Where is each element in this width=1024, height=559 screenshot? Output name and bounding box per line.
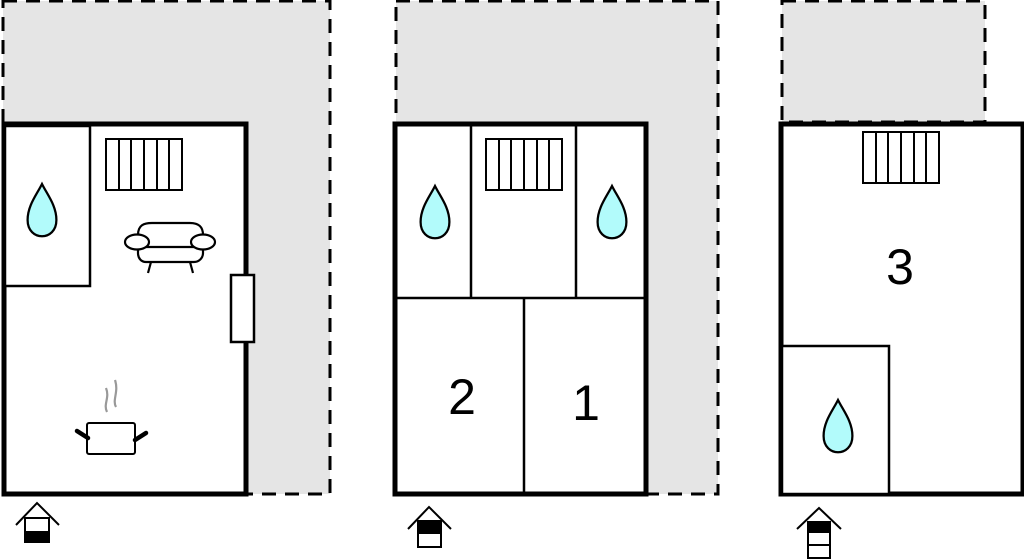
house-floor-indicator-icon [796, 506, 842, 559]
room-label-2: 2 [448, 369, 476, 425]
floor-plan-ground-floor [1, 0, 332, 543]
house-floor-indicator-icon [15, 501, 60, 543]
radiator-icon [485, 138, 563, 191]
radiator-icon [862, 131, 940, 184]
cooking-pot-icon [74, 379, 149, 455]
floor-plan-second-floor: 3 [778, 0, 1024, 559]
house-floor-indicator-icon [407, 505, 452, 548]
floor-plan-first-floor: 2 1 [392, 0, 720, 548]
sofa-icon [123, 221, 217, 274]
window-icon [229, 273, 256, 344]
room-label-1: 1 [572, 375, 600, 431]
outdoor-area [780, 0, 987, 124]
radiator-icon [105, 138, 183, 191]
room-label-3: 3 [886, 239, 914, 295]
